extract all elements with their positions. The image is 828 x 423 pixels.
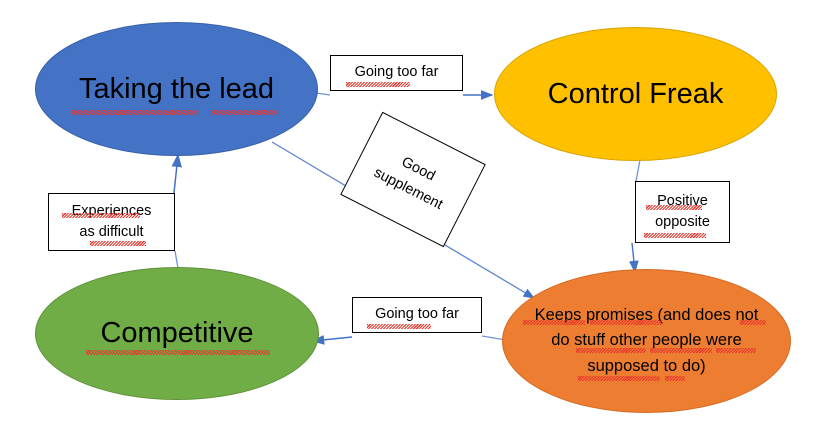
edge-label-positive-opposite-text: Positive opposite xyxy=(655,192,710,230)
edge-lead-to-control-freak xyxy=(315,92,331,96)
edge-label-experiences-as-difficult-text: Experiences as difficult xyxy=(71,202,152,240)
edge-competitive-to-lead-arrow xyxy=(171,153,182,194)
edge-keeps-promises-to-competitive-arrow xyxy=(311,334,353,345)
node-competitive[interactable]: Competitive xyxy=(35,267,319,400)
node-keeps-promises[interactable]: Keeps promises (and does not do stuff ot… xyxy=(502,269,791,413)
node-taking-the-lead[interactable]: Taking the lead xyxy=(35,22,318,156)
edge-competitive-to-lead xyxy=(174,250,179,269)
edge-label-going-too-far-bottom-text: Going too far xyxy=(375,306,459,323)
edge-label-going-too-far-top[interactable]: Going too far xyxy=(330,55,463,91)
node-keeps-promises-label: Keeps promises (and does not do stuff ot… xyxy=(534,305,759,375)
edge-label-going-too-far-bottom[interactable]: Going too far xyxy=(352,297,482,333)
edge-label-experiences-as-difficult[interactable]: Experiences as difficult xyxy=(48,193,175,251)
edge-label-going-too-far-top-text: Going too far xyxy=(354,64,439,81)
edge-label-positive-opposite[interactable]: Positive opposite xyxy=(635,181,730,243)
edge-control-freak-to-keeps-promises-arrow xyxy=(628,242,639,274)
edge-control-freak-to-keeps-promises xyxy=(635,159,641,182)
node-competitive-label: Competitive xyxy=(100,317,254,350)
node-control-freak-label: Control Freak xyxy=(547,77,724,110)
node-control-freak[interactable]: Control Freak xyxy=(494,27,777,161)
node-taking-the-lead-label: Taking the lead xyxy=(78,72,275,105)
edge-label-good-supplement-text: Good supplement xyxy=(371,154,446,213)
